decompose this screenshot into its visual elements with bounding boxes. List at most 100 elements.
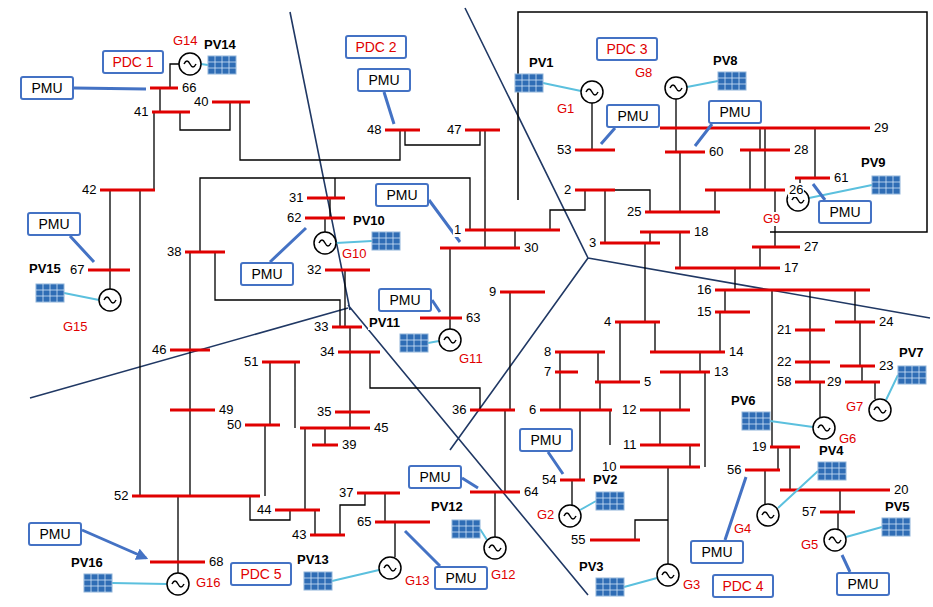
pdc-name: PDC 1 [112,54,153,70]
pmu-name: PMU [251,266,282,282]
bus-number: 36 [451,403,467,417]
bus-number: 8 [543,345,552,359]
pdc-box: PDC 4 [712,574,774,598]
generator-symbol [314,232,336,254]
generator-label: G1 [556,102,575,116]
pmu-box: PMU [27,212,81,236]
pmu-box: PMU [708,100,762,124]
pmu-name: PMU [419,469,450,485]
generator-symbol [824,529,846,551]
pdc-box: PDC 5 [230,562,292,586]
bus-number: 62 [286,211,302,225]
bus-number: 32 [306,263,322,277]
bus-number: 27 [803,240,819,254]
bus-number: 42 [81,183,97,197]
solar-panel-icon [452,520,480,538]
generator-label: G12 [490,568,517,582]
pv-label: PV8 [712,54,739,68]
bus-number: 3 [588,236,597,250]
generator-label: G5 [800,538,819,552]
generator-symbol [869,399,891,421]
bus-number: 16 [696,283,712,297]
solar-panel-icon [208,56,236,74]
pmu-name: PMU [617,108,648,124]
pmu-name: PMU [39,526,70,542]
generator-label: G16 [195,576,222,590]
bus-number: 20 [893,483,909,497]
bus-number: 34 [319,345,335,359]
pmu-box: PMU [378,288,432,312]
pdc-name: PDC 3 [606,41,647,57]
generator-symbol [813,417,835,439]
bus-bars [88,88,890,562]
bus-number: 13 [713,365,729,379]
bus-number: 54 [541,473,557,487]
bus-number: 22 [776,355,792,369]
pmu-name: PMU [38,216,69,232]
pdc-box: PDC 2 [345,35,407,59]
bus-number: 1 [453,223,462,237]
bus-number: 5 [643,375,652,389]
bus-number: 17 [783,261,799,275]
pdc-name: PDC 5 [240,566,281,582]
pmu-name: PMU [701,544,732,560]
pmu-box: PMU [690,540,744,564]
area-boundary [30,8,930,595]
generator-label: G13 [404,574,431,588]
generator-label: G2 [536,508,555,522]
pv-label: PV10 [352,214,386,228]
generator-label: G7 [845,400,864,414]
bus-number: 19 [751,440,767,454]
bus-number: 64 [523,485,539,499]
pmu-box: PMU [20,76,74,100]
bus-number: 2 [563,183,572,197]
pmu-box: PMU [375,183,429,207]
pmu-name: PMU [368,72,399,88]
pmu-name: PMU [719,104,750,120]
bus-number: 47 [446,123,462,137]
pv-label: PV12 [430,500,464,514]
pv-label: PV2 [592,473,619,487]
bus-number: 61 [833,171,849,185]
bus-number: 11 [622,438,638,452]
bus-number: 38 [166,245,182,259]
bus-number: 33 [313,320,329,334]
generator-label: G15 [62,320,89,334]
bus-number: 56 [726,463,742,477]
pmu-box: PMU [408,465,462,489]
pmu-box: PMU [836,572,890,596]
bus-number: 40 [193,95,209,109]
generator-symbol [179,53,201,75]
pmu-box: PMU [818,200,872,224]
pmu-box: PMU [434,566,488,590]
generator-symbol [99,289,121,311]
pv-label: PV11 [368,316,401,330]
pmu-name: PMU [445,570,476,586]
solar-panel-icon [304,572,332,590]
pmu-box: PMU [519,428,573,452]
bus-number: 60 [708,145,724,159]
bus-number: 12 [621,403,637,417]
bus-number: 48 [366,123,382,137]
bus-number: 52 [113,489,129,503]
generators [99,53,891,595]
pv-links [64,64,898,587]
bus-number: 39 [341,438,357,452]
generator-symbol [439,329,461,351]
pdc-box: PDC 3 [596,37,658,61]
pmu-box: PMU [28,522,82,546]
bus-number: 24 [878,315,894,329]
solar-panel-icon [84,574,112,592]
bus-number: 50 [226,418,242,432]
system-boundary-box [518,12,927,232]
bus-number: 45 [373,421,389,435]
pmu-arrows [70,88,850,572]
solar-panel-icon [898,366,926,384]
generator-label: G10 [341,247,368,261]
bus-number: 37 [338,486,354,500]
generator-label: G4 [733,522,752,536]
bus-number: 63 [465,311,481,325]
bus-number: 55 [570,533,586,547]
